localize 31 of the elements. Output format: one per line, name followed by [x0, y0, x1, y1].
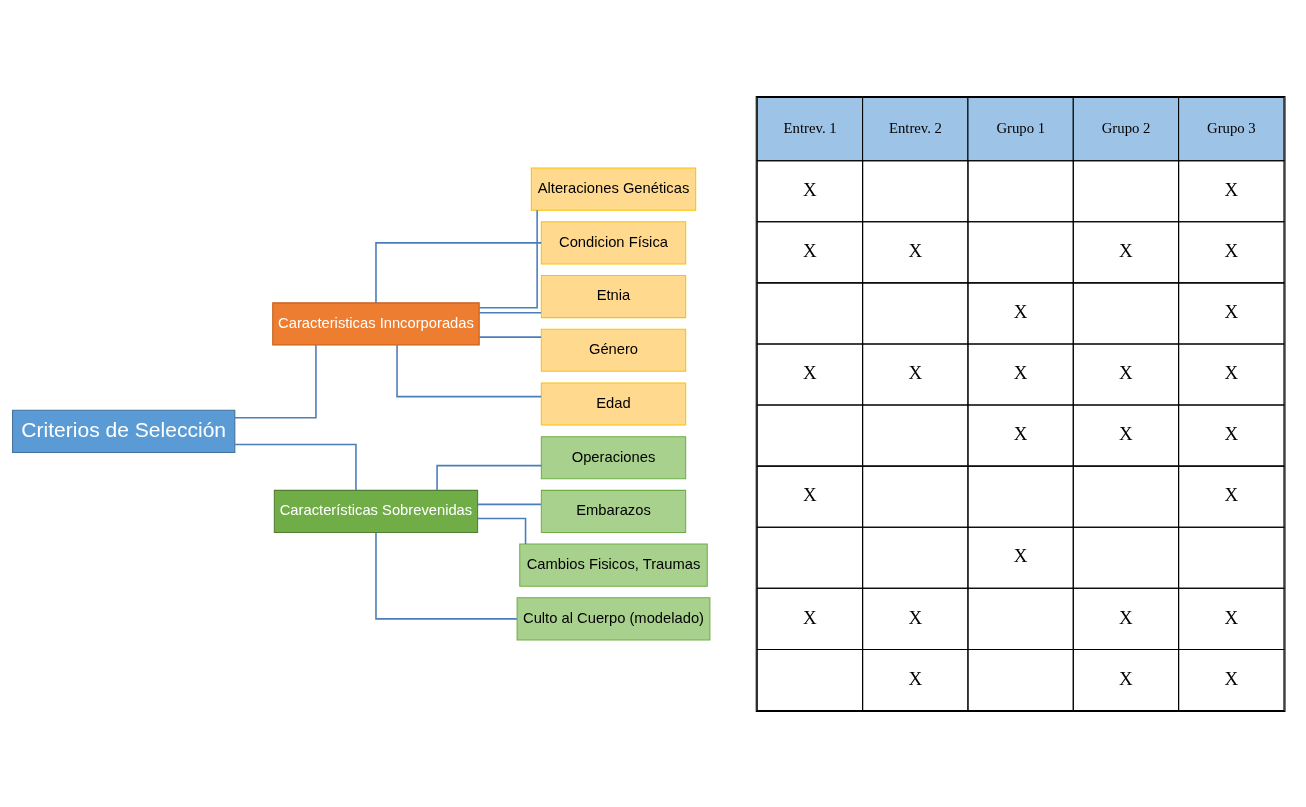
label: X — [1119, 606, 1133, 628]
label: X — [803, 361, 817, 383]
label: X — [1013, 422, 1028, 444]
label: X — [1224, 483, 1239, 505]
label: X — [1119, 422, 1133, 444]
label: X — [803, 178, 817, 200]
label: X — [908, 239, 923, 261]
label: Entrev. 1 — [783, 119, 837, 136]
label: X — [1013, 361, 1028, 383]
label: X — [1224, 606, 1239, 628]
label: X — [1224, 239, 1239, 261]
label: X — [908, 667, 923, 689]
label: X — [1119, 667, 1133, 689]
label: X — [1224, 361, 1239, 383]
label: Grupo 3 — [1207, 119, 1256, 136]
label: X — [1224, 422, 1239, 444]
label: X — [1013, 544, 1028, 566]
label: X — [1224, 300, 1239, 322]
label: Grupo 1 — [996, 119, 1046, 136]
label: X — [803, 606, 817, 628]
label: X — [1013, 300, 1028, 322]
label: X — [1119, 239, 1133, 261]
label: X — [908, 606, 923, 628]
label: X — [1224, 667, 1239, 689]
label: X — [1119, 361, 1133, 383]
label: Grupo 2 — [1101, 119, 1151, 136]
label: X — [803, 239, 817, 261]
label: X — [803, 483, 817, 505]
label: Entrev. 2 — [888, 119, 943, 136]
label: X — [1224, 178, 1239, 200]
label: X — [908, 361, 923, 383]
